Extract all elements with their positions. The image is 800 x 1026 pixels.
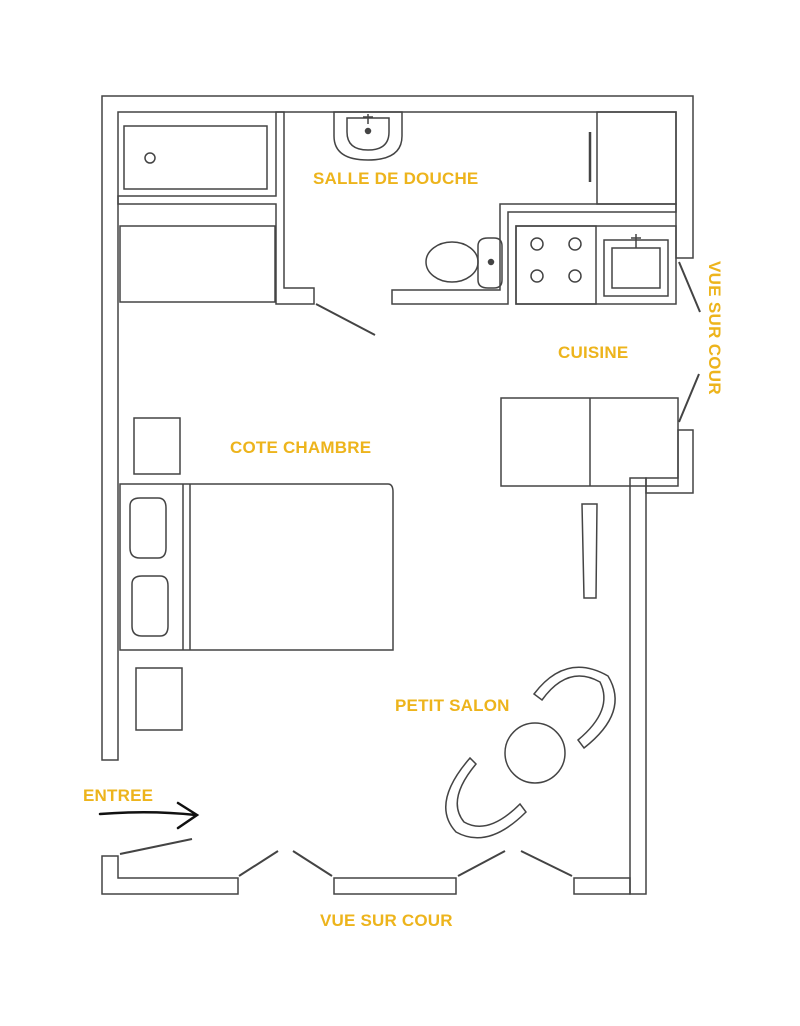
window-right-leaf-bottom <box>678 373 700 423</box>
kitchen-bench <box>581 503 598 599</box>
toilet-tank <box>477 237 503 289</box>
bathroom-wall-bottom-left <box>117 111 315 305</box>
label-vue-sur-cour-right: VUE SUR COUR <box>705 261 724 395</box>
pillow <box>129 497 167 559</box>
label-salle-de-douche: SALLE DE DOUCHE <box>313 169 479 188</box>
burner <box>530 237 544 251</box>
washbasin-drain <box>364 127 372 135</box>
pillow <box>131 575 169 637</box>
armchair-top <box>532 666 616 750</box>
nightstand-top <box>133 417 181 475</box>
label-cote-chambre: COTE CHAMBRE <box>230 438 372 457</box>
window-bottom-leaf <box>238 850 279 877</box>
kitchen-sink-tap <box>631 234 641 248</box>
kitchen-sink-basin <box>611 247 661 289</box>
bathroom-door-leaf <box>315 303 376 336</box>
window-bottom-leaf <box>457 850 506 877</box>
round-coffee-table <box>504 722 566 784</box>
toilet-button <box>487 258 495 266</box>
wall-bottom-left <box>101 855 239 895</box>
double-bed <box>119 483 394 651</box>
wall-bottom-right <box>573 877 631 895</box>
burner <box>530 269 544 283</box>
bathtub <box>123 125 268 190</box>
wall-right-lower <box>629 477 647 895</box>
entrance-arrow-icon <box>98 801 200 830</box>
washbasin-bowl <box>346 117 390 151</box>
window-right-leaf-top <box>678 261 701 313</box>
label-vue-sur-cour-bottom: VUE SUR COUR <box>320 911 453 930</box>
armchair-bottom <box>445 756 527 839</box>
window-bottom-leaf <box>520 850 573 877</box>
label-cuisine: CUISINE <box>558 343 629 362</box>
bathroom-cabinet <box>596 111 677 205</box>
toilet-bowl <box>425 241 479 283</box>
washbasin-tap <box>363 114 373 124</box>
washbasin <box>333 111 403 161</box>
bathtub-drain <box>144 152 156 164</box>
wardrobe <box>119 225 276 303</box>
cooktop <box>515 225 597 305</box>
label-petit-salon: PETIT SALON <box>395 696 510 715</box>
bathroom-wall-bottom-right <box>391 203 677 305</box>
wall-right-middle <box>645 429 694 494</box>
entrance-door-leaf <box>119 838 193 855</box>
burner <box>568 237 582 251</box>
nightstand-bottom <box>135 667 183 731</box>
burner <box>568 269 582 283</box>
wall-bottom-middle <box>333 877 457 895</box>
label-entree: ENTREE <box>83 786 154 805</box>
window-bottom-leaf <box>292 850 333 877</box>
